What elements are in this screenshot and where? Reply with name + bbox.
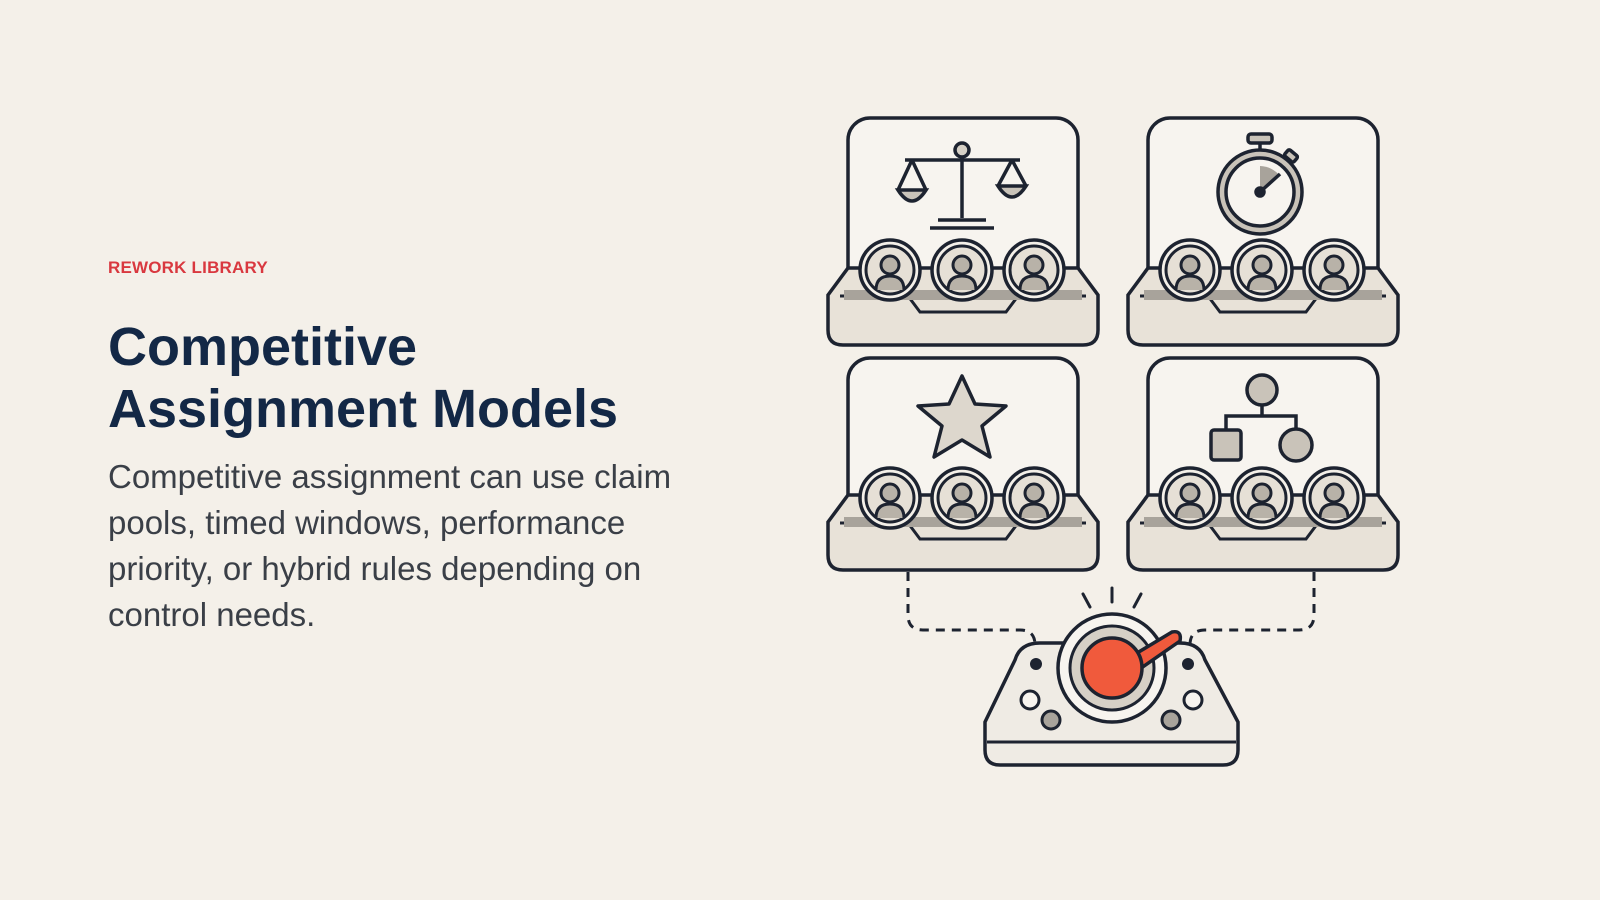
star-icon [916, 374, 1008, 459]
stopwatch-icon [1216, 132, 1304, 236]
eyebrow-label: REWORK LIBRARY [108, 258, 268, 277]
text-block: REWORK LIBRARY Competitive Assignment Mo… [108, 258, 708, 638]
description: Competitive assignment can use claim poo… [108, 458, 672, 633]
page-title: Competitive Assignment Models [108, 316, 708, 440]
dial-knob-icon [1080, 629, 1183, 700]
module-timed-window [1126, 116, 1400, 347]
connector-lines [906, 572, 1316, 652]
scales-icon [894, 141, 1030, 230]
control-dial [983, 586, 1240, 767]
title-line-1: Competitive [108, 317, 418, 377]
title-line-2: Assignment Models [108, 379, 619, 439]
hierarchy-icon [1209, 373, 1314, 463]
module-performance-priority [826, 356, 1100, 572]
assignment-illustration [826, 116, 1400, 767]
module-hybrid-rules [1126, 356, 1400, 572]
module-claim-pool [826, 116, 1100, 347]
